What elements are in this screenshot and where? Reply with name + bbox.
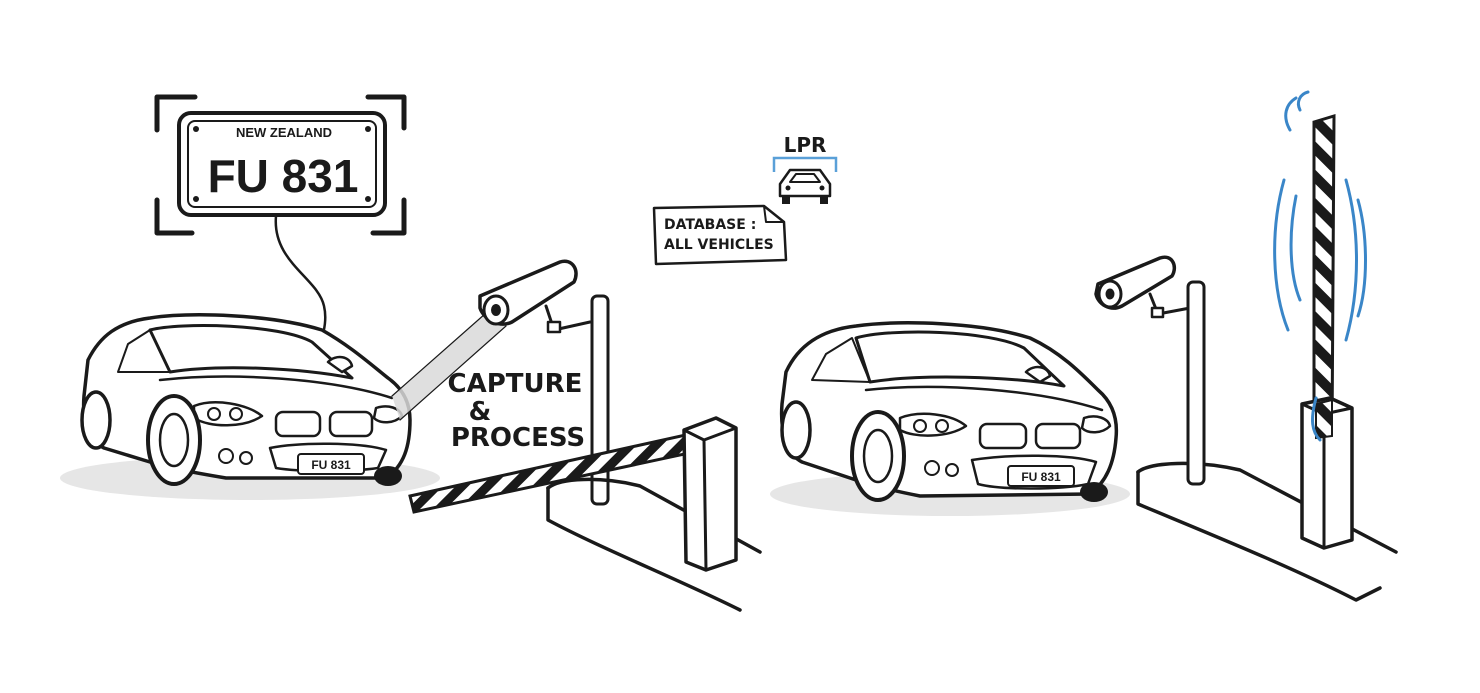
car-right-headlight-right (1080, 415, 1112, 434)
fog-light (945, 463, 959, 477)
car-right-grille-left (978, 422, 1028, 450)
car-right-plate (1007, 465, 1075, 487)
car-right-side-window (811, 337, 871, 383)
ampersand-text: & (469, 397, 492, 427)
car-right-front-wheel (850, 410, 906, 502)
car-right-hood-line (864, 385, 1104, 412)
car-right-intake (970, 454, 1098, 490)
magnified-plate-group: NEW ZEALAND FU 831 (154, 94, 407, 236)
wheel-rim (158, 412, 190, 468)
plate-screw (193, 196, 199, 202)
magnified-plate (177, 111, 387, 217)
beam-edge (399, 325, 507, 421)
barrier-gate-icon (1300, 396, 1354, 550)
database-line2: ALL VEHICLES (664, 237, 774, 253)
barrier-arm-open (1312, 113, 1336, 440)
magnified-plate-inner-border (187, 120, 377, 208)
kerb-top-right (1136, 461, 1398, 554)
car-left-tire (374, 466, 402, 486)
car-left: FU 831 (80, 313, 412, 486)
capture-text: CAPTURE (448, 369, 583, 399)
plate-country: NEW ZEALAND (236, 125, 332, 140)
lpr-label-group: LPR (772, 133, 838, 204)
car-right: FU 831 (779, 321, 1119, 502)
car-right-mirror (1024, 365, 1052, 384)
plate-screw (365, 126, 371, 132)
car-left-hood-line (158, 375, 394, 400)
car-left-grille-left (274, 410, 322, 438)
process-text: PROCESS (451, 423, 585, 453)
car-right-windshield (854, 330, 1066, 388)
car-left-rear-wheel (80, 390, 112, 450)
headlight-lens (935, 419, 949, 433)
car-left-front-wheel (146, 394, 202, 486)
fog-light (218, 448, 234, 464)
car-left-plate (297, 453, 365, 475)
beam-edge (391, 305, 495, 397)
fog-light (924, 460, 940, 476)
plate-screw (193, 126, 199, 132)
car-right-grille-right (1034, 422, 1082, 450)
fog-light (239, 451, 253, 465)
car-left-grille-right (328, 410, 374, 438)
car-icon (778, 168, 832, 204)
motion-lines (1273, 90, 1367, 442)
kerb-front-right (1136, 470, 1382, 602)
lpr-accent-bracket (772, 156, 838, 172)
headlight-lens (207, 407, 221, 421)
camera-icon (478, 259, 592, 334)
car-right-rear-wheel (780, 400, 812, 460)
camera-beam (392, 306, 506, 420)
capture-process-label: CAPTURE & PROCESS (448, 369, 586, 453)
headlight-lens (913, 419, 927, 433)
barrier-gate-icon (682, 416, 738, 572)
kerb-top-left (546, 477, 762, 554)
kerb-front-left (546, 486, 742, 612)
car-left-windshield (148, 324, 354, 380)
car-left-mirror (326, 355, 354, 374)
plate-number: FU 831 (208, 150, 359, 202)
document-icon: DATABASE : ALL VEHICLES (652, 204, 788, 266)
car-right-tire (1080, 482, 1108, 502)
headlight-lens (229, 407, 243, 421)
lpr-label: LPR (784, 133, 827, 157)
car-left-plate-number: FU 831 (311, 458, 351, 472)
plate-screw (365, 196, 371, 202)
viewfinder-brackets (154, 94, 407, 236)
database-line1: DATABASE : (664, 217, 756, 233)
camera-pole-right (1186, 280, 1206, 486)
camera-icon (1094, 255, 1192, 319)
car-right-plate-number: FU 831 (1021, 470, 1061, 484)
car-left-side-window (117, 329, 171, 373)
wheel-rim (862, 428, 894, 484)
